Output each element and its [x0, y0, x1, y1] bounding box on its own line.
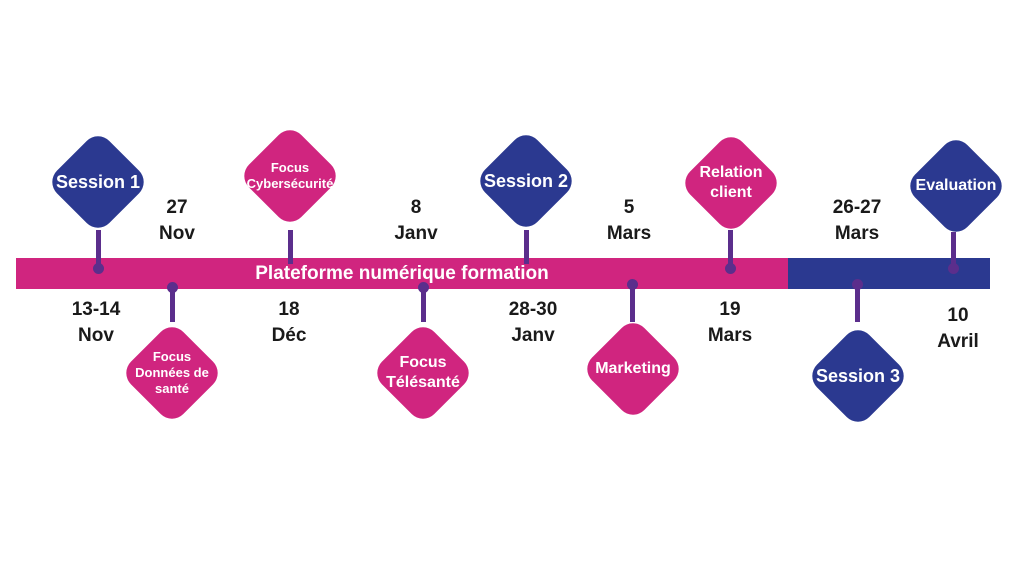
- connector-stem: [170, 286, 175, 322]
- event-label: Relation client: [699, 164, 763, 201]
- connector-dot: [627, 279, 638, 290]
- connector-stem: [524, 230, 529, 264]
- event-session-3: Session 3: [803, 321, 913, 431]
- connector-stem: [421, 286, 426, 322]
- connector-stem: [288, 230, 293, 264]
- timeline-bar: [16, 258, 788, 289]
- event-label: Focus Cybersécurité: [246, 159, 334, 191]
- event-date: 27 Nov: [159, 197, 195, 244]
- event-focus-telesante: Focus Télésanté: [368, 318, 478, 428]
- event-date: 18 Déc: [271, 299, 307, 346]
- event-label: Session 1: [55, 171, 141, 192]
- connector-dot: [852, 279, 863, 290]
- event-label: Focus Données de santé: [135, 348, 209, 397]
- event-focus-donnees-sante: Focus Données de santé: [117, 318, 227, 428]
- event-session-2: Session 2: [471, 126, 581, 236]
- connector-dot: [93, 263, 104, 274]
- event-label: Marketing: [595, 360, 671, 377]
- event-date: 26-27 Mars: [832, 197, 882, 244]
- connector-stem: [630, 286, 635, 322]
- event-date: 8 Janv: [394, 197, 438, 244]
- event-label: Session 2: [483, 170, 569, 191]
- event-session-1: Session 1: [43, 127, 153, 237]
- event-label: Evaluation: [915, 177, 997, 194]
- connector-stem: [951, 232, 956, 268]
- timeline-label: Plateforme numérique formation: [255, 263, 549, 284]
- event-date: 5 Mars: [606, 197, 652, 244]
- connector-dot: [167, 282, 178, 293]
- event-relation-client: Relation client: [676, 128, 786, 238]
- connector-dot: [948, 263, 959, 274]
- event-focus-cybersecurite: Focus Cybersécurité: [235, 121, 345, 231]
- event-date: 28-30 Janv: [508, 299, 558, 346]
- event-date: 10 Avril: [937, 305, 979, 352]
- connector-stem: [728, 230, 733, 268]
- connector-dot: [418, 282, 429, 293]
- event-evaluation: Evaluation: [901, 131, 1011, 241]
- connector-stem: [855, 286, 860, 322]
- event-date: 19 Mars: [707, 299, 753, 346]
- event-marketing: Marketing: [578, 314, 688, 424]
- event-date: 13-14 Nov: [71, 299, 121, 346]
- timeline-bar-end: [788, 258, 990, 289]
- connector-dot: [725, 263, 736, 274]
- event-label: Focus Télésanté: [386, 354, 460, 391]
- connector-stem: [96, 230, 101, 268]
- event-label: Session 3: [815, 365, 901, 386]
